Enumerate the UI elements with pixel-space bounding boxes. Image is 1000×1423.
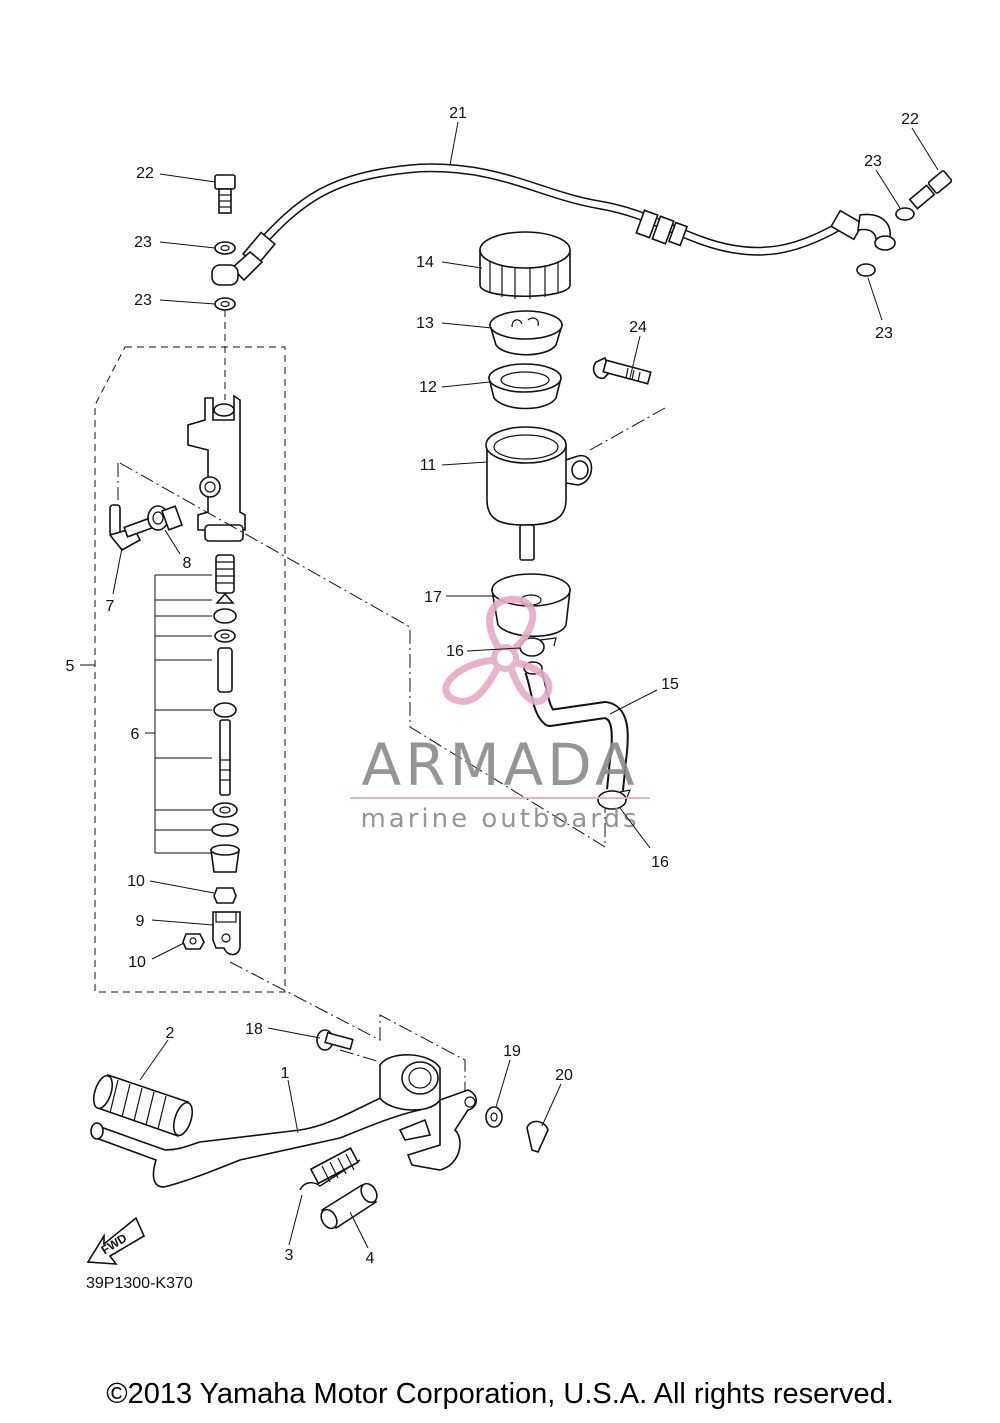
callout-13: 13 <box>416 315 434 332</box>
parts-bracket <box>154 574 212 854</box>
centerline-pedal <box>229 961 466 1093</box>
banjo-fitting <box>211 264 239 286</box>
copper-washer-right-lower <box>856 263 876 277</box>
brake-pedal <box>90 1054 478 1188</box>
part-numbers: 21 22 23 23 22 23 23 14 13 12 11 24 17 1… <box>66 105 919 1267</box>
callout-7: 7 <box>106 598 115 615</box>
pedal-rubber <box>92 1073 194 1138</box>
centerline-reservoir <box>589 407 666 451</box>
diagram-code: 39P1300-K370 <box>86 1275 193 1292</box>
pedal-bolt <box>316 1029 354 1051</box>
callout-10-upper: 10 <box>127 873 145 890</box>
callout-23-a: 23 <box>134 234 152 251</box>
copper-washer-bottom <box>214 297 236 311</box>
reservoir-diaphragm <box>487 363 563 410</box>
callout-12: 12 <box>419 379 437 396</box>
callout-23-d: 23 <box>875 325 893 342</box>
callout-1: 1 <box>281 1065 290 1082</box>
callout-15: 15 <box>661 676 679 693</box>
lock-nut-upper <box>213 887 237 904</box>
armada-logo: ARMADA marine outboards <box>350 595 650 834</box>
lock-nut-lower <box>182 933 205 950</box>
propeller-icon <box>442 595 553 706</box>
callout-10-lower: 10 <box>128 954 146 971</box>
callout-16-lower: 16 <box>651 854 669 871</box>
callout-8: 8 <box>183 555 192 572</box>
piston-kit <box>210 554 240 873</box>
callout-23-c: 23 <box>864 153 882 170</box>
pedal-collar <box>320 1182 378 1230</box>
callout-19: 19 <box>503 1043 521 1060</box>
callout-2: 2 <box>166 1025 175 1042</box>
callout-24: 24 <box>629 319 647 336</box>
callout-5: 5 <box>66 658 75 675</box>
master-cylinder-body <box>187 394 246 542</box>
callout-14: 14 <box>416 254 434 271</box>
callout-3: 3 <box>285 1247 294 1264</box>
brake-hose <box>230 163 896 282</box>
callout-6: 6 <box>131 726 140 743</box>
callout-11: 11 <box>420 457 437 474</box>
callout-18: 18 <box>245 1021 263 1038</box>
callout-20: 20 <box>555 1067 573 1084</box>
hose-clip-lower <box>597 789 631 810</box>
centerline-master <box>119 462 606 848</box>
union-bolt-right <box>908 170 953 210</box>
union-bolt-left <box>214 174 236 214</box>
callout-22-right: 22 <box>901 111 919 128</box>
cotter-pin <box>526 1120 549 1153</box>
callout-17: 17 <box>424 589 442 606</box>
return-spring <box>299 1147 361 1191</box>
callout-9: 9 <box>136 913 145 930</box>
clevis <box>212 911 241 956</box>
reservoir-plate <box>488 310 564 356</box>
reservoir-tank <box>485 426 593 561</box>
leader-lines <box>80 121 939 1249</box>
grommet <box>147 505 184 531</box>
copper-washer-right-upper <box>895 207 915 221</box>
callout-4: 4 <box>366 1250 375 1267</box>
copyright-notice: ©2013 Yamaha Motor Corporation, U.S.A. A… <box>106 1378 894 1410</box>
copper-washer-top <box>214 241 236 255</box>
assembly-outline <box>94 346 286 993</box>
brand-tagline: marine outboards <box>360 804 639 834</box>
callout-23-b: 23 <box>134 292 152 309</box>
reservoir-cap <box>479 231 571 299</box>
pedal-washer <box>485 1106 503 1128</box>
callout-22-left: 22 <box>136 165 154 182</box>
callout-16-upper: 16 <box>446 643 464 660</box>
fwd-arrow-icon: FWD <box>86 1216 146 1265</box>
callout-21: 21 <box>449 105 467 122</box>
brand-name: ARMADA <box>361 731 638 799</box>
reservoir-bolt <box>592 356 652 385</box>
